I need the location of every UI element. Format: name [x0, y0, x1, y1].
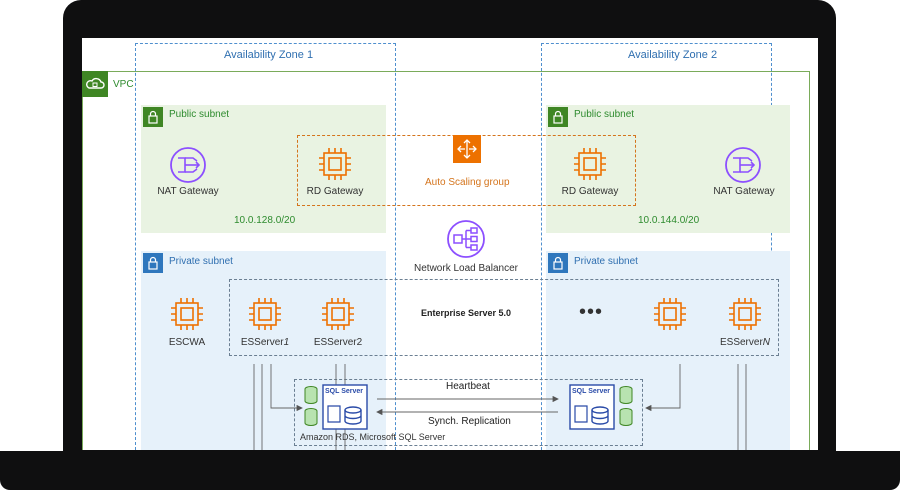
database-group-box	[294, 379, 643, 446]
rd-gateway-2-icon	[570, 144, 610, 189]
device-base	[0, 451, 900, 490]
sql-server-icon-left	[322, 384, 368, 435]
esserver-n-label-prefix: ESServer	[719, 337, 763, 348]
esserver-1-icon	[245, 294, 285, 339]
esserver-2-label: ESServer2	[313, 337, 363, 348]
esserver-n-label: ESServerN	[710, 337, 780, 348]
availability-zone-1-box	[135, 43, 396, 450]
esserver-1-label: ESServer1	[230, 337, 300, 348]
availability-zone-1-label: Availability Zone 1	[224, 49, 314, 61]
db-cylinder-icon-left-2	[304, 408, 318, 431]
esserver-n-icon	[725, 294, 765, 339]
escwa-label: ESCWA	[168, 337, 206, 348]
sql-server-label-left: SQL Server	[325, 388, 364, 395]
public-subnet-2-cidr: 10.0.144.0/20	[638, 215, 700, 226]
public-subnet-1-lock-icon	[143, 107, 163, 127]
replication-label: Synch. Replication	[428, 416, 511, 427]
rd-gateway-2-label: RD Gateway	[561, 186, 619, 197]
public-subnet-2	[546, 105, 790, 233]
vpc-box	[82, 71, 810, 450]
enterprise-server-group-box	[229, 279, 779, 356]
vpc-cloud-icon	[82, 71, 108, 97]
auto-scaling-icon	[453, 135, 481, 168]
network-load-balancer-label: Network Load Balancer	[414, 263, 518, 274]
public-subnet-1	[141, 105, 386, 233]
availability-zone-2-label: Availability Zone 2	[628, 49, 718, 61]
vpc-label: VPC	[113, 79, 134, 90]
nat-gateway-2-icon	[724, 146, 762, 189]
sql-server-icon-right	[569, 384, 615, 435]
escwa-icon	[167, 294, 207, 339]
private-subnet-2-lock-icon	[548, 253, 568, 273]
diagram-canvas: Availability Zone 1 Availability Zone 2 …	[82, 38, 818, 450]
esserver-1-label-index: 1	[283, 337, 290, 348]
nat-gateway-1-icon	[169, 146, 207, 189]
rds-caption: Amazon RDS, Microsoft SQL Server	[300, 432, 446, 442]
public-subnet-2-label: Public subnet	[574, 109, 635, 120]
private-subnet-1-label: Private subnet	[169, 256, 233, 267]
heartbeat-label: Heartbeat	[446, 381, 490, 392]
rd-gateway-1-icon	[315, 144, 355, 189]
db-cylinder-icon-right-2	[619, 408, 633, 431]
db-cylinder-icon-left-1	[304, 386, 318, 409]
public-subnet-1-label: Public subnet	[169, 109, 230, 120]
enterprise-server-label: Enterprise Server 5.0	[421, 308, 512, 318]
sql-server-label-right: SQL Server	[572, 388, 611, 395]
private-subnet-1-lock-icon	[143, 253, 163, 273]
connector-lines	[253, 364, 747, 450]
esserver-2-icon	[318, 294, 358, 339]
rd-gateway-1-label: RD Gateway	[306, 186, 364, 197]
public-subnet-1-cidr: 10.0.128.0/20	[234, 215, 296, 226]
private-subnet-2-label: Private subnet	[574, 256, 638, 267]
availability-zone-2-box	[541, 43, 772, 450]
network-load-balancer-icon	[446, 219, 486, 264]
more-servers-ellipsis: •••	[579, 301, 604, 323]
esserver-zone2-icon	[650, 294, 690, 339]
esserver-1-label-prefix: ESServer	[240, 337, 284, 348]
db-cylinder-icon-right-1	[619, 386, 633, 409]
nat-gateway-1-label: NAT Gateway	[157, 186, 219, 197]
esserver-n-label-index: N	[762, 337, 771, 348]
nat-gateway-2-label: NAT Gateway	[713, 186, 775, 197]
public-subnet-2-lock-icon	[548, 107, 568, 127]
auto-scaling-group-label: Auto Scaling group	[425, 177, 510, 188]
